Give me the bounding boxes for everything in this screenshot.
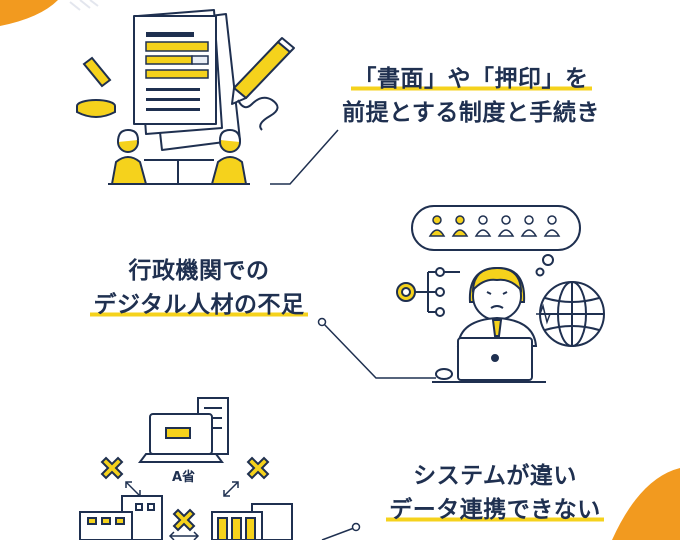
pulse-line [536, 303, 551, 325]
ministry-a-label: A省 [172, 470, 196, 485]
caption-paper-seal-line1: 「書面」や「押印」を [350, 66, 592, 92]
person-empty-icon [497, 215, 515, 237]
caption-paper-seal-line2: 前提とする制度と手続き [342, 100, 600, 126]
orange-corner-bottom-right [612, 468, 680, 540]
caption-system-link-line2: データ連携できない [386, 497, 604, 523]
connector-line-2 [321, 321, 436, 379]
network-nodes-icon [396, 267, 460, 317]
mouse-icon [435, 368, 453, 380]
caption-system-link: システムが違い データ連携できない [370, 459, 620, 527]
signature-squiggle [237, 96, 279, 131]
person-empty-icon [543, 215, 561, 237]
connector-dot-3 [351, 522, 361, 532]
document-stack-icon [133, 9, 241, 151]
person-filled-icon [428, 215, 446, 237]
connector-line-3 [321, 527, 355, 540]
seal-stamp-icon [76, 56, 116, 118]
cross-mark-icon [100, 456, 270, 532]
form-fields-icon [145, 32, 209, 111]
ministry-a-system-icon [138, 397, 229, 463]
connector-line-1 [270, 129, 339, 185]
pencil-icon [231, 37, 295, 105]
laptop-icon [432, 337, 546, 383]
light-rays-icon [69, 0, 99, 11]
speech-bubble-icon [411, 205, 581, 277]
caption-paper-seal: 「書面」や「押印」を 前提とする制度と手続き [326, 62, 616, 130]
caption-digital-talent-line2: デジタル人材の不足 [90, 292, 308, 318]
disconnected-arrows-icon [125, 481, 239, 540]
caption-digital-talent-line1: 行政機関での [128, 258, 270, 284]
ministry-c-building-icon [211, 503, 293, 540]
person-filled-icon [451, 215, 469, 237]
connector-dot-2 [317, 317, 327, 327]
worried-worker-icon [456, 266, 538, 347]
meeting-people-icon [108, 128, 250, 185]
orange-corner-top-left [0, 0, 58, 26]
ministry-b-building-icon [79, 495, 163, 540]
caption-system-link-line1: システムが違い [413, 463, 577, 489]
caption-digital-talent: 行政機関での デジタル人材の不足 [76, 254, 322, 322]
person-empty-icon [520, 215, 538, 237]
people-row-icons [428, 215, 561, 237]
person-empty-icon [474, 215, 492, 237]
globe-icon [539, 281, 605, 347]
